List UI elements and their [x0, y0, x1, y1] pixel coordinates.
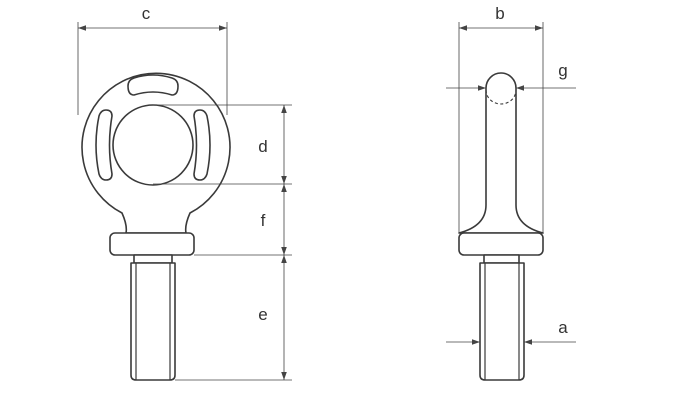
label-g: g [558, 61, 567, 80]
eye-inner-hole [112, 104, 194, 186]
side-view: b g a [446, 4, 576, 381]
label-a: a [558, 318, 568, 337]
thread-relief [133, 254, 173, 264]
side-threaded-shank [479, 262, 525, 381]
eye-side-profile [458, 72, 544, 234]
label-f: f [261, 211, 266, 230]
side-collar [458, 232, 544, 256]
top-slot [127, 74, 179, 96]
label-c: c [142, 4, 151, 23]
side-thread-relief [483, 254, 520, 264]
collar [109, 232, 195, 256]
label-d: d [258, 137, 267, 156]
left-slot [95, 109, 113, 181]
threaded-shank [130, 262, 176, 381]
right-slot [193, 109, 211, 181]
label-b: b [495, 4, 504, 23]
hidden-hole [485, 89, 517, 105]
label-e: e [258, 305, 267, 324]
front-view: c d f e [77, 4, 292, 381]
